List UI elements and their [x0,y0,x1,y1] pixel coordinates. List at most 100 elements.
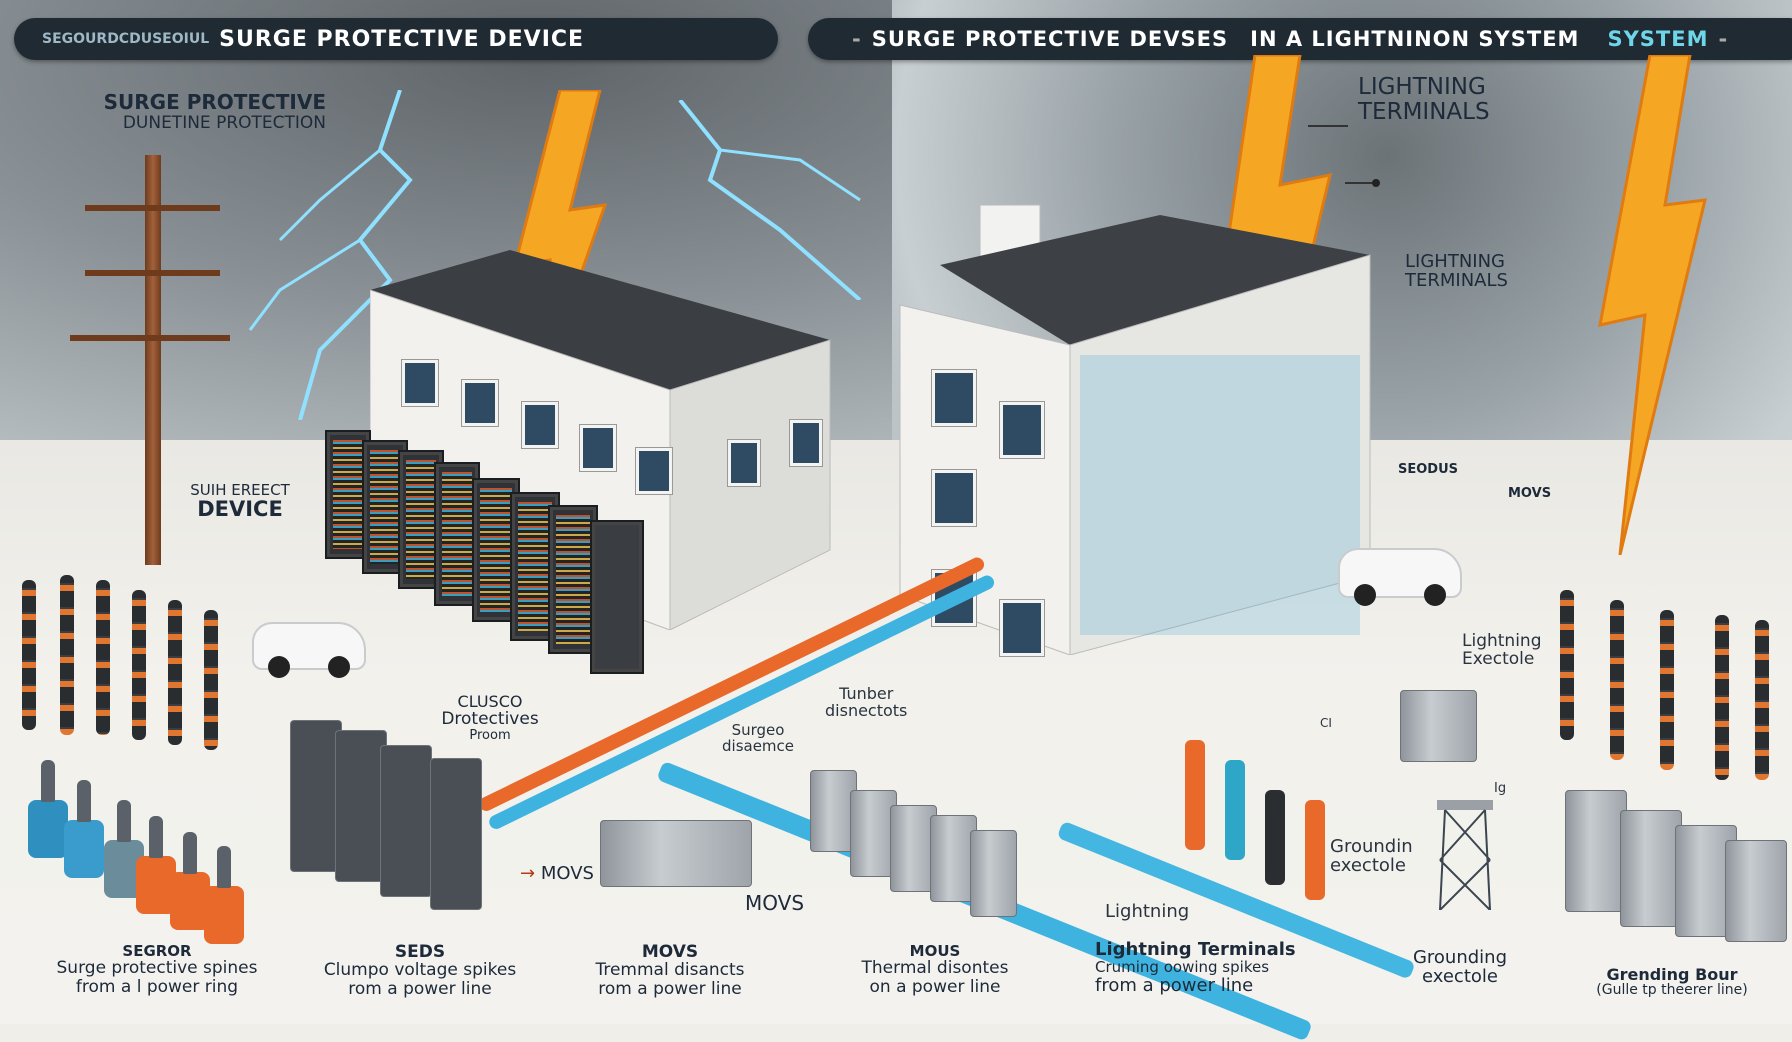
spd-module-icon [204,846,244,944]
label-movs-arrow: → MOVS [520,863,594,884]
label-line: Surgeo [731,721,785,739]
label-line: DEVICE [197,497,283,522]
window [932,370,976,426]
server-rack-icon [430,758,482,910]
caption-title: Lightning Terminals [1095,939,1296,960]
label-lightning: Lightning [1105,901,1190,922]
caption-title: SEDS [394,942,446,962]
header-banner-left: SEGOURDCDUSEOIUL SURGE PROTECTIVE DEVICE [14,18,778,60]
banner-left-prefix: SEGOURDCDUSEOIUL [42,31,210,47]
utility-pole-icon [145,155,161,565]
surge-arrester-icon [96,580,110,735]
label-device: SUIH EREECT DEVICE [185,482,295,521]
server-rack-icon [335,730,387,882]
lightning-bolt-icon [1598,55,1707,555]
spd-module-icon [1620,810,1682,927]
lightning-terminal-icon [1185,740,1205,850]
label-lightning-exectole: Lightning Exectole [1462,632,1542,669]
window [1000,600,1044,656]
label-line: SUIH EREECT [190,481,290,499]
label-line: TERMINALS [1358,98,1490,125]
surge-arrester-icon [132,590,146,740]
surge-arrester-icon [1755,620,1769,780]
leader-line [1345,182,1373,184]
window [932,470,976,526]
caption-title: SEGROR [122,942,192,960]
caption-title: Grounding [1412,947,1508,968]
building-icon [899,204,1371,655]
caption-title: MOUS [909,942,961,960]
label-turber: Tunber disnectots [825,685,907,720]
label-line: Lightning [1462,631,1542,651]
caption-segror: SEGROR Surge protective spines from a l … [22,943,292,996]
surge-arrester-icon [1560,590,1574,740]
caption-line: Clumpo voltage spikes [323,960,517,981]
lightning-terminal-icon [1225,760,1245,860]
spd-module-icon [810,770,857,852]
label-small: Ig [1494,781,1507,796]
mov-block-icon [600,820,752,887]
label-line: disnectots [825,701,908,721]
label-movs: MOVS [745,891,805,915]
label-movs-building: MOVS [1508,486,1552,501]
lightning-branch-icon [248,90,413,420]
server-rack-icon [380,745,432,897]
surge-arrester-icon [22,580,36,730]
caption-title: MOVS [641,942,699,962]
banner-right-title: SURGE PROTECTIVE DEVSES [871,27,1229,51]
window [790,420,822,466]
window [636,448,672,494]
label-line: Drotectives [441,709,539,730]
caption-line: Cruming oowing spikes [1095,958,1270,977]
label-line: exectole [1330,855,1406,877]
spd-module-icon [28,760,68,858]
label-line: Tunber [839,684,894,703]
lightning-terminal-icon [1305,800,1325,900]
pole-crossarm [85,270,220,276]
caption-grounding: Grounding exectole [1395,948,1525,987]
caption-line: rom a power line [598,978,742,999]
label-seodus: SEODUS [1398,462,1459,477]
label-lightning-terminal-right: LIGHTNING TERMINALS [1405,252,1508,291]
window [1000,402,1044,458]
label-line: Groundin [1330,836,1413,857]
surge-arrester-icon [168,600,182,745]
label-line: CLUSCO [457,692,523,711]
label-line: disaemce [722,737,795,756]
label-surge-protectives: CLUSCO Drotectives Proom [420,693,560,743]
caption-line: Thermal disontes [861,958,1009,979]
caption-mous: MOUS Thermal disontes on a power line [820,943,1050,996]
car-icon [252,622,366,678]
spd-module-icon [170,832,210,930]
lightning-branch-icon [678,100,862,300]
spd-module-icon [1565,790,1627,912]
label-line: Proom [469,727,511,743]
window [728,440,760,486]
spd-module-icon [1725,840,1787,942]
caption-line: (Gulle tp theerer line) [1596,982,1748,999]
caption-lightning-terminals: Lightning Terminals Cruming oowing spike… [1095,939,1296,996]
label-surges: Surgeo disaemce [722,721,795,756]
label-small: CI [1320,716,1332,730]
surge-arrester-icon [1715,615,1729,780]
caption-title: Grending Bour [1606,965,1738,984]
surge-arrester-icon [1660,610,1674,770]
banner-dash: - [1718,27,1729,51]
label-line: LIGHTNING [1358,74,1486,100]
banner-dash: - [852,27,862,51]
surge-arrester-icon [204,610,218,750]
header-banner-right: - SURGE PROTECTIVE DEVSES IN A LIGHTNINO… [808,18,1792,60]
spd-module-icon [930,815,977,902]
pole-crossarm [70,335,230,341]
window [522,402,558,448]
caption-movs: MOVS Tremmal disancts rom a power line [560,943,780,998]
label-lightning-terminals-top: LIGHTNING TERMINALS [1358,75,1490,125]
label-line: LIGHTNING [1405,251,1506,272]
label-line: SURGE PROTECTIVE [103,90,326,114]
spd-module-icon [136,816,176,914]
transformer-icon [1400,690,1477,762]
caption-line: from a l power ring [75,976,239,997]
pole-crossarm [85,205,220,211]
caption-grending-bour: Grending Bour (Gulle tp theerer line) [1562,966,1782,998]
banner-left-title: SURGE PROTECTIVE DEVICE [219,26,585,52]
